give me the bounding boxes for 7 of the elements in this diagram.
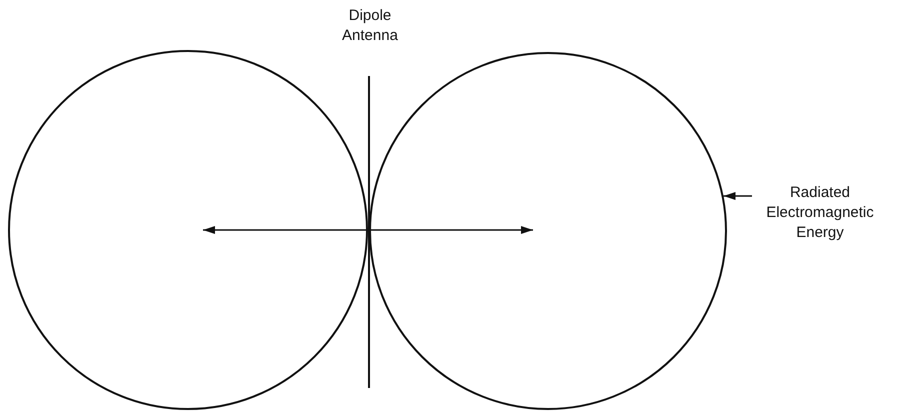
arrow: [203, 226, 367, 234]
node-label: Radiated Electromagnetic Energy: [766, 184, 874, 241]
radiation-lobe: [369, 52, 727, 410]
arrow: [371, 226, 533, 234]
antenna-label: Dipole Antenna: [341, 6, 399, 46]
arrow: [724, 192, 752, 200]
dipole-antenna: [367, 76, 371, 388]
